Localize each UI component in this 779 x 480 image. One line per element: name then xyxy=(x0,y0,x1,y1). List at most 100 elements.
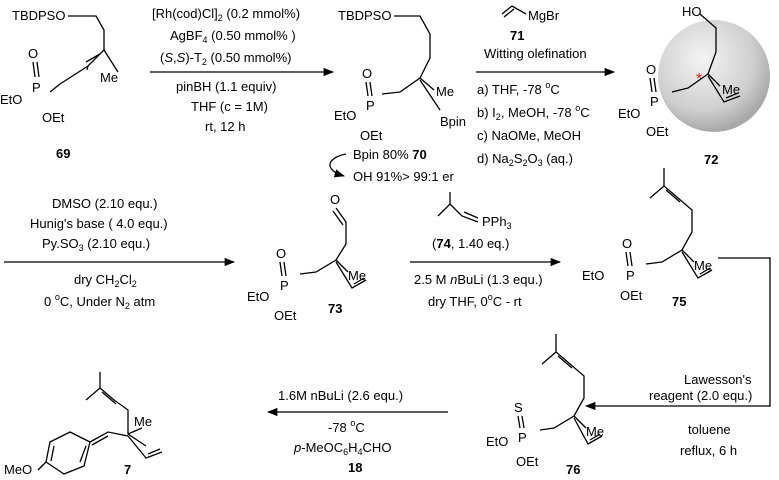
c72-vinyl xyxy=(707,75,741,103)
c72-p-o: O xyxy=(646,62,656,77)
c75-p-o: O xyxy=(622,236,632,251)
c72-me: Me xyxy=(722,82,740,97)
c75-oet2: OEt xyxy=(620,288,643,303)
step5-conditions: Lawesson's reagent (2.0 equ.) toluene re… xyxy=(584,257,771,458)
c73-p-o-bond xyxy=(279,261,287,277)
step4-base: 2.5 M nBuLi (1.3 equ.) xyxy=(414,272,543,287)
c69-dbl2 xyxy=(85,53,101,63)
step5-temp-time: reflux, 6 h xyxy=(680,443,737,458)
c73-me-bond xyxy=(335,259,349,273)
c7-number: 7 xyxy=(124,462,131,477)
c7-aryl-ring xyxy=(45,431,91,475)
c73-o: O xyxy=(330,192,340,207)
c71-vinyl xyxy=(501,5,527,18)
c71-mgbr: MgBr xyxy=(528,8,560,23)
compound-73: O Me O P EtO OEt 73 xyxy=(247,192,367,323)
step6-base: 1.6M nBuLi (2.6 equ.) xyxy=(278,388,403,403)
step4-conditions: PPh3 (74, 1.40 eq.) 2.5 M nBuLi (1.3 equ… xyxy=(410,192,562,309)
c75-number: 75 xyxy=(672,294,686,309)
c69-p-o: O xyxy=(28,46,38,61)
step1-note-oh: OH 91%> 99:1 er xyxy=(353,169,454,184)
step6-aldehyde-number: 18 xyxy=(348,460,362,475)
c70-protecting-group: TBDPSO xyxy=(338,8,391,23)
c75-oet1: EtO xyxy=(582,268,604,283)
step6-temp: -78 oC xyxy=(328,418,365,435)
c75-chain xyxy=(645,168,693,265)
step1-note: Bpin 80% 70 OH 91%> 99:1 er xyxy=(329,147,454,184)
c69-me: Me xyxy=(100,70,118,85)
c70-chain xyxy=(381,15,431,95)
c76-me: Me xyxy=(586,424,604,439)
c76-number: 76 xyxy=(566,462,580,477)
step3-conditions: DMSO (2.10 equ.) Hunig's base ( 4.0 equ.… xyxy=(4,196,236,311)
c70-p: P xyxy=(366,98,375,113)
step1-solvent: THF (c = 1M) xyxy=(191,99,268,114)
step3-base: Hunig's base ( 4.0 equ.) xyxy=(30,216,168,231)
c72-oet1: EtO xyxy=(618,106,640,121)
c76-p: P xyxy=(518,430,527,445)
c73-oet1: EtO xyxy=(247,289,269,304)
c75-me-bond xyxy=(681,249,695,263)
c76-chain xyxy=(539,334,585,431)
c7-me-bond xyxy=(127,427,143,435)
step3-pyso3: Py.SO3 (2.10 equ.) xyxy=(42,236,150,253)
step1-silver: AgBF4 (0.50 mmol% ) xyxy=(170,28,296,45)
c72-oet2: OEt xyxy=(646,124,669,139)
step3-dmso: DMSO (2.10 equ.) xyxy=(52,196,158,211)
c7-styryl xyxy=(89,431,129,446)
c70-oet1: EtO xyxy=(334,108,356,123)
step1-conditions: [Rh(cod)Cl]2 (0.2 mmol%) AgBF4 (0.50 mmo… xyxy=(150,6,335,134)
c75-p: P xyxy=(626,268,635,283)
c69-oet1: EtO xyxy=(0,92,22,107)
c72-me-bond xyxy=(707,73,721,87)
step6-conditions: 1.6M nBuLi (2.6 equ.) -78 oC p-MeOC6H4CH… xyxy=(266,388,448,475)
c72-p: P xyxy=(650,94,659,109)
c73-number: 73 xyxy=(328,301,342,316)
c72-ho: HO xyxy=(682,4,702,19)
c69-oet2: OEt xyxy=(42,110,65,125)
step2-a: a) THF, -78 oC xyxy=(477,80,560,97)
c76-s: S xyxy=(514,400,523,415)
step6-aldehyde: p-MeOC6H4CHO xyxy=(293,440,391,457)
c72-chain xyxy=(671,13,717,93)
c70-me-bond xyxy=(419,77,435,91)
c69-protecting-group: TBDPSO xyxy=(12,8,65,23)
c73-me: Me xyxy=(348,268,366,283)
step3-solvent: dry CH2Cl2 xyxy=(74,272,137,289)
step2-b: b) I2, MeOH, -78 oC xyxy=(477,103,590,122)
c76-vinyl xyxy=(573,417,603,445)
step2-c: c) NaOMe, MeOH xyxy=(477,128,581,143)
c70-p-o: O xyxy=(362,66,372,81)
c75-p-o-bond xyxy=(625,251,633,267)
step5-reagent-line2: reagent (2.0 equ.) xyxy=(649,388,752,403)
c72-highlight-sphere xyxy=(658,20,770,132)
c76-p-s-bond xyxy=(517,415,525,429)
c76-oet1: EtO xyxy=(486,434,508,449)
step1-borane: pinBH (1.1 equiv) xyxy=(176,79,276,94)
c69-dbl xyxy=(86,65,89,71)
c69-me-bond xyxy=(103,49,119,73)
step5-reagent-line1: Lawesson's xyxy=(684,372,752,387)
c72-number: 72 xyxy=(704,152,718,167)
c73-oet2: OEt xyxy=(274,308,297,323)
compound-75: Me O P EtO OEt 75 xyxy=(582,168,713,309)
step5-solvent: toluene xyxy=(688,422,731,437)
step2-conditions: MgBr 71 Witting olefination a) THF, -78 … xyxy=(476,5,616,168)
c73-chain xyxy=(299,207,347,275)
c70-p-o-bond xyxy=(365,81,373,97)
compound-70: TBDPSO Me Bpin O P EtO OEt xyxy=(334,8,466,143)
c76-me-bond xyxy=(573,415,587,429)
step2-title: Witting olefination xyxy=(484,46,587,61)
c75-me: Me xyxy=(694,258,712,273)
c73-vinyl xyxy=(335,261,367,289)
compound-76: Me S P EtO OEt 76 xyxy=(486,334,604,477)
c76-oet2: OEt xyxy=(516,454,539,469)
compound-69: TBDPSO Me O P EtO OEt 69 xyxy=(0,8,119,161)
compound-72: HO Me * O P EtO OEt 72 xyxy=(618,4,770,167)
c7-me: Me xyxy=(134,414,152,429)
step1-note-curved-arrow xyxy=(329,153,347,178)
c71-number: 71 xyxy=(510,28,524,43)
c72-p-o-bond xyxy=(649,77,657,93)
c74-pph3: PPh3 xyxy=(482,214,512,231)
